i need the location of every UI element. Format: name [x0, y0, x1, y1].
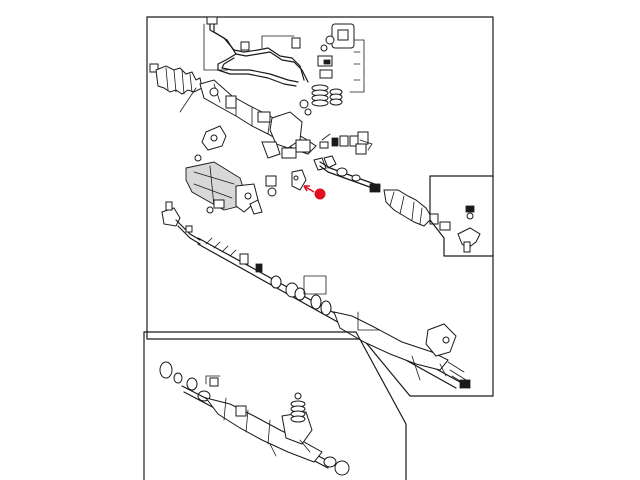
- inset-rack-assembly: [159, 361, 350, 476]
- pressure-pipes: [203, 16, 309, 87]
- left-tie-rod-end: [161, 201, 201, 245]
- pinion-parts: [265, 169, 307, 197]
- spring-stack: [299, 84, 343, 116]
- seal-kit-parts: [313, 131, 373, 171]
- main-panel-border: [146, 16, 494, 178]
- highlight-callout: [303, 185, 326, 200]
- right-tie-rod-assembly: [319, 161, 451, 231]
- mounting-bracket: [194, 125, 227, 162]
- main-panel-border-right: [146, 16, 494, 397]
- rack-housing: [149, 63, 317, 159]
- red-callout-dot: [314, 188, 326, 200]
- inset-panel-border: [143, 331, 407, 480]
- tie-rod-end-callout: [429, 175, 494, 257]
- inset-assembly-panel: [143, 331, 407, 480]
- main-assembly-panel: [146, 16, 494, 397]
- steering-gear-cover: [185, 161, 263, 215]
- rack-rod: [197, 237, 471, 389]
- inset-spring-stack: [290, 392, 306, 423]
- control-valve-cluster: [299, 23, 365, 116]
